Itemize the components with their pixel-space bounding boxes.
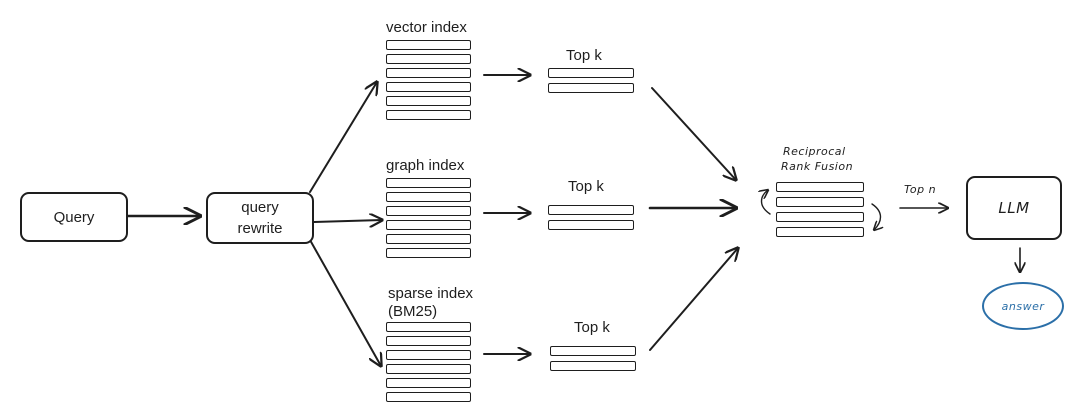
topk-vector-label: Top k	[566, 47, 602, 64]
topn-label: Top n	[904, 183, 937, 196]
answer-ellipse: answer	[982, 282, 1064, 330]
index-row	[386, 322, 471, 332]
arrow-topk-vector-to-fusion	[651, 87, 736, 180]
rewrite-label-line1: query	[241, 199, 279, 216]
index-row	[386, 54, 471, 64]
index-row	[386, 392, 471, 402]
index-row	[386, 336, 471, 346]
graph-index-stack	[386, 178, 471, 258]
topk-sparse-stack	[550, 346, 636, 371]
topk-row	[550, 361, 636, 371]
sparse-index-stack	[386, 322, 471, 402]
index-row	[386, 40, 471, 50]
topk-vector-stack	[548, 68, 634, 93]
index-row	[386, 96, 471, 106]
llm-box: LLM	[966, 176, 1062, 240]
query-rewrite-box: query rewrite	[206, 192, 314, 244]
answer-label: answer	[1001, 299, 1045, 313]
rerank-arrow-right	[871, 203, 881, 230]
index-row	[386, 350, 471, 360]
index-row	[386, 178, 471, 188]
index-row	[386, 378, 471, 388]
query-label: Query	[53, 208, 95, 226]
topk-sparse-label: Top k	[574, 319, 610, 336]
llm-label: LLM	[998, 198, 1030, 217]
arrow-topk-sparse-to-fusion	[649, 248, 738, 351]
fusion-label-line2: Rank Fusion	[781, 160, 854, 173]
index-row	[386, 364, 471, 374]
fusion-row	[776, 212, 864, 222]
arrow-rewrite-to-graph	[313, 220, 382, 222]
fusion-row	[776, 197, 864, 207]
vector-index-stack	[386, 40, 471, 120]
index-row	[386, 82, 471, 92]
index-row	[386, 248, 471, 258]
query-box: Query	[20, 192, 128, 242]
topk-row	[548, 68, 634, 78]
arrow-rewrite-to-sparse	[309, 239, 381, 366]
fusion-row	[776, 227, 864, 237]
arrow-rewrite-to-vector	[309, 82, 377, 193]
sparse-index-label-line1: sparse index	[388, 285, 474, 302]
index-row	[386, 192, 471, 202]
topk-row	[548, 205, 634, 215]
topk-graph-label: Top k	[568, 178, 604, 195]
topk-graph-stack	[548, 205, 634, 230]
fusion-row	[776, 182, 864, 192]
index-row	[386, 206, 471, 216]
index-row	[386, 68, 471, 78]
index-row	[386, 220, 471, 230]
rewrite-label-line2: rewrite	[237, 220, 283, 237]
topk-row	[550, 346, 636, 356]
topk-row	[548, 220, 634, 230]
index-row	[386, 110, 471, 120]
fusion-label-line1: Reciprocal	[783, 145, 846, 158]
index-row	[386, 234, 471, 244]
rerank-arrow-left	[762, 190, 771, 215]
fusion-stack	[776, 182, 864, 237]
sparse-index-label-line2: (BM25)	[388, 303, 438, 320]
graph-index-label: graph index	[386, 157, 465, 174]
vector-index-label: vector index	[386, 19, 467, 36]
topk-row	[548, 83, 634, 93]
